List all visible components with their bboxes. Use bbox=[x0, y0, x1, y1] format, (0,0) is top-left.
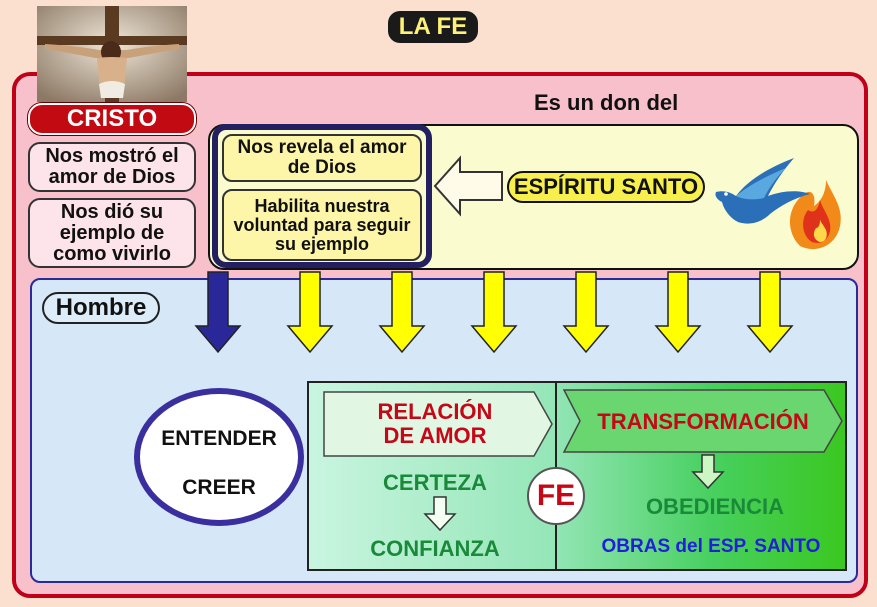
page-title: LA FE bbox=[388, 11, 478, 43]
confianza-text: CONFIANZA bbox=[370, 536, 500, 561]
creer-text: CREER bbox=[182, 476, 256, 499]
obras-text: OBRAS del ESP. SANTO bbox=[601, 536, 821, 557]
cristo-label: CRISTO bbox=[28, 103, 196, 135]
transformacion-text: TRANSFORMACIÓN bbox=[597, 409, 809, 434]
entender-creer-oval bbox=[134, 388, 304, 526]
entender-text: ENTENDER bbox=[161, 427, 277, 450]
crucifix-image bbox=[37, 6, 187, 102]
don-text: Es un don del bbox=[534, 90, 679, 115]
cristo-box-1: Nos mostró el amor de Dios bbox=[28, 142, 196, 192]
cristo-box-2: Nos dió su ejemplo de como vivirlo bbox=[28, 198, 196, 268]
relacion-banner bbox=[323, 391, 553, 457]
hombre-label: Hombre bbox=[42, 292, 160, 324]
espiritu-box-2: Habilita nuestra voluntad para seguir su… bbox=[222, 189, 422, 261]
left-arrow-icon bbox=[433, 155, 503, 217]
certeza-text: CERTEZA bbox=[383, 470, 487, 495]
dove-flame-icon bbox=[715, 158, 841, 250]
certeza-arrow-icon bbox=[423, 496, 457, 532]
fe-circle: FE bbox=[527, 467, 585, 525]
obediencia-text: OBEDIENCIA bbox=[645, 494, 785, 519]
espiritu-box-1: Nos revela el amor de Dios bbox=[222, 134, 422, 182]
espiritu-santo-label: ESPÍRITU SANTO bbox=[507, 171, 705, 203]
transformacion-arrow-icon bbox=[691, 454, 725, 490]
relacion-text: RELACIÓN DE AMOR bbox=[377, 399, 493, 448]
transformacion-banner bbox=[562, 389, 843, 453]
